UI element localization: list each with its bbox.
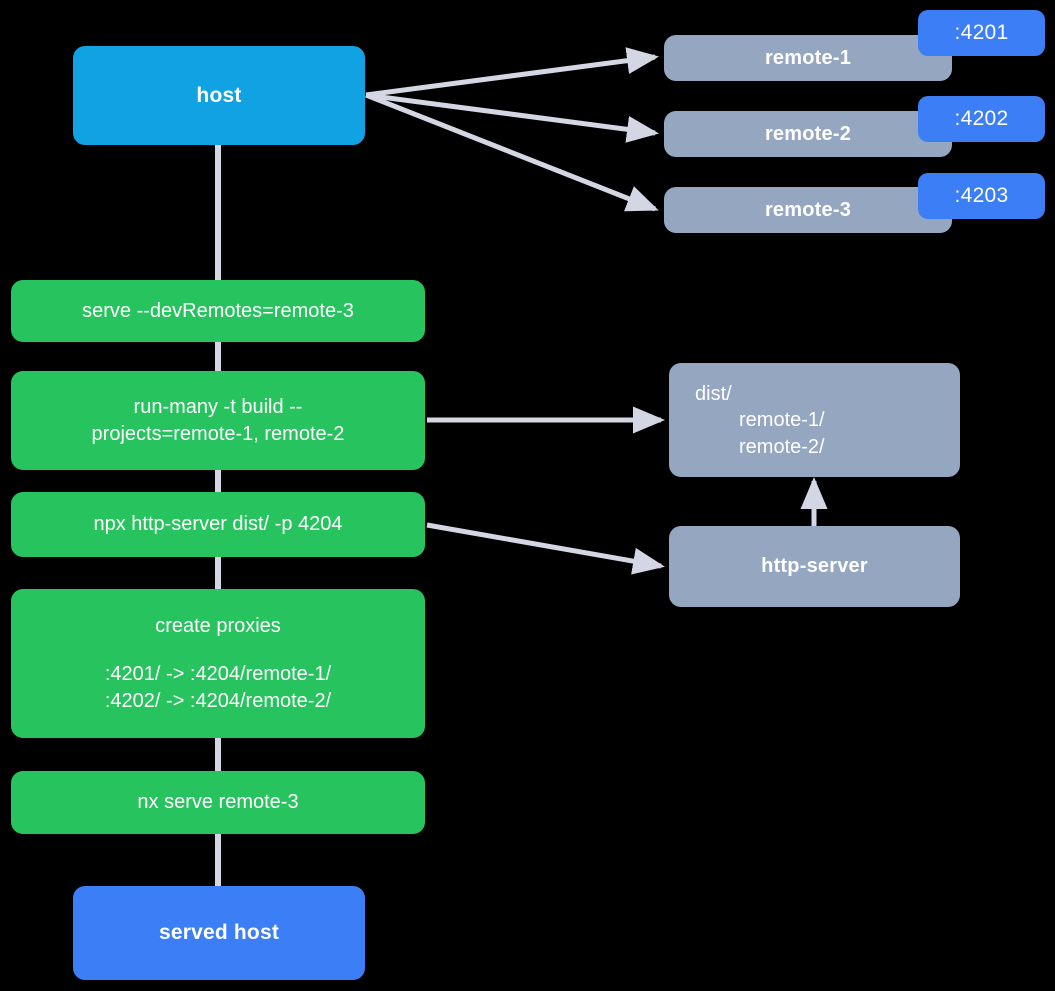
node-served-host-label: served host — [158, 921, 280, 945]
node-http-server-label: http-server — [761, 555, 868, 578]
node-remote-2[interactable]: remote-2 — [664, 111, 952, 157]
command-create-proxies-line-1: :4201/ -> :4204/remote-1/ — [104, 663, 332, 686]
dist-line-remote-2: remote-2/ — [739, 435, 825, 458]
dist-line-remote-1: remote-1/ — [739, 409, 825, 432]
node-remote-3-label: remote-3 — [764, 198, 852, 221]
node-remote-2-label: remote-2 — [764, 122, 852, 145]
badge-remote-1-port-label: :4201 — [954, 21, 1009, 44]
badge-remote-3-port-label: :4203 — [954, 184, 1009, 207]
edge-host-to-remote-2 — [365, 92, 659, 143]
node-host-label: host — [196, 83, 242, 107]
node-host[interactable]: host — [73, 46, 365, 145]
dist-line-root: dist/ — [695, 383, 732, 405]
command-nx-serve-remote-3-line-1: nx serve remote-3 — [137, 791, 299, 814]
node-remote-1[interactable]: remote-1 — [664, 35, 952, 81]
edge-host-to-remote-3 — [365, 92, 659, 212]
node-command-create-proxies[interactable]: create proxies :4201/ -> :4204/remote-1/… — [11, 589, 425, 738]
node-remote-3[interactable]: remote-3 — [664, 187, 952, 233]
node-served-host[interactable]: served host — [73, 886, 365, 980]
command-serve-dev-remotes-line-1: serve --devRemotes=remote-3 — [82, 299, 354, 322]
command-run-many-build-line-2: projects=remote-1, remote-2 — [91, 422, 345, 445]
command-run-many-build-line-1: run-many -t build -- — [133, 396, 303, 419]
node-remote-1-label: remote-1 — [764, 46, 852, 69]
badge-remote-2-port: :4202 — [918, 96, 1045, 142]
node-command-run-many-build[interactable]: run-many -t build -- projects=remote-1, … — [11, 371, 425, 470]
node-command-npx-http-server[interactable]: npx http-server dist/ -p 4204 — [11, 492, 425, 557]
command-create-proxies-line-2: :4202/ -> :4204/remote-2/ — [104, 689, 332, 712]
edge-npx-to-http-server — [426, 522, 665, 575]
badge-remote-3-port: :4203 — [918, 173, 1045, 219]
edge-host-to-remote-1 — [365, 47, 659, 98]
badge-remote-1-port: :4201 — [918, 10, 1045, 56]
badge-remote-2-port-label: :4202 — [954, 107, 1009, 130]
node-dist-folder[interactable]: dist/ remote-1/ remote-2/ — [669, 363, 960, 477]
command-npx-http-server-line-1: npx http-server dist/ -p 4204 — [93, 513, 343, 536]
node-command-nx-serve-remote-3[interactable]: nx serve remote-3 — [11, 771, 425, 834]
node-http-server[interactable]: http-server — [669, 526, 960, 607]
command-create-proxies-title: create proxies — [155, 614, 281, 637]
node-command-serve-dev-remotes[interactable]: serve --devRemotes=remote-3 — [11, 280, 425, 342]
